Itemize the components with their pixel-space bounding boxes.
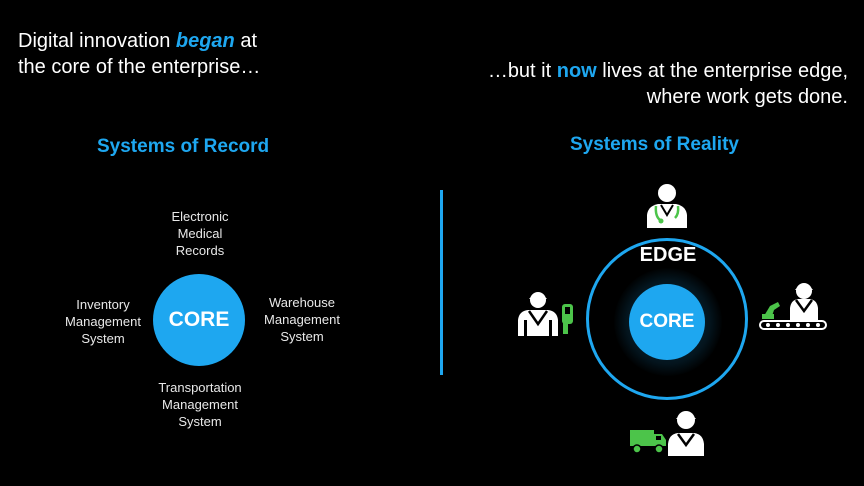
system-electronic-medical-records: Electronic Medical Records [171, 209, 229, 258]
headline-emphasis-now: now [556, 60, 597, 82]
system-transportation-management: Transportation Management System [158, 380, 242, 429]
system-warehouse-management: Warehouse Management System [264, 295, 340, 344]
systems-of-reality-title: Systems of Reality [570, 134, 739, 155]
delivery-worker-icon [630, 411, 704, 456]
headline-right-line2: where work gets done. [646, 86, 848, 108]
system-inventory-management: Inventory Management System [65, 297, 141, 346]
systems-of-record-title: Systems of Record [97, 136, 270, 157]
edge-ring [586, 238, 748, 400]
headline-left-line2: the core of the enterprise… [18, 56, 261, 78]
core-circle-left: CORE [153, 274, 245, 366]
headline-right: …but it now lives at the enterprise edge… [488, 58, 848, 110]
scanner-worker-icon [518, 292, 573, 336]
headline-left-line1: Digital innovation began at [18, 30, 258, 52]
core-circle-right: CORE [629, 284, 705, 360]
edge-label: EDGE [639, 244, 697, 266]
section-divider [440, 190, 443, 375]
conveyor-worker-icon [759, 283, 827, 330]
headline-right-line1: …but it now lives at the enterprise edge… [487, 60, 848, 82]
headline-emphasis-began: began [175, 30, 235, 52]
doctor-icon [647, 184, 687, 228]
headline-left: Digital innovation began at the core of … [18, 28, 260, 80]
